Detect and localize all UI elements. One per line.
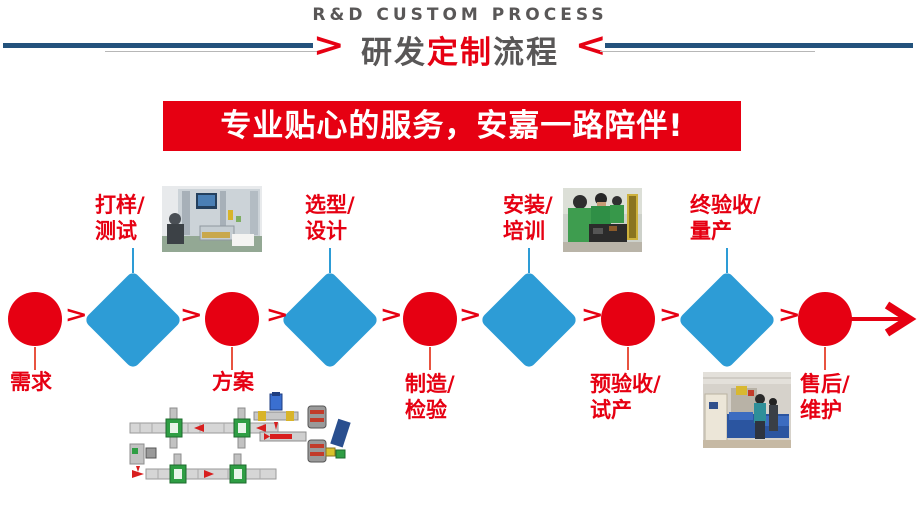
label-line: 选型/ xyxy=(305,193,355,217)
title-cn-suffix: 流程 xyxy=(493,35,559,71)
flow-chevron-icon: > xyxy=(777,303,801,328)
title-english: R&D CUSTOM PROCESS xyxy=(312,5,608,25)
flow-node-circle-pre-acceptance xyxy=(601,292,655,346)
label-line: 维护 xyxy=(800,398,842,422)
title-cn-highlight: 定制 xyxy=(427,35,493,71)
right-arrow-chevron-icon: > xyxy=(312,25,345,64)
flow-label-final-acceptance: 终验收/ 量产 xyxy=(690,192,761,244)
left-navy-rule xyxy=(3,43,313,48)
connector-line xyxy=(429,347,431,370)
left-gray-rule xyxy=(105,51,318,52)
connector-line xyxy=(329,248,331,273)
flow-chevron-icon: > xyxy=(379,303,403,328)
connector-line xyxy=(34,347,36,370)
label-line: 方案 xyxy=(212,370,254,394)
connector-line xyxy=(231,347,233,370)
label-line: 安装/ xyxy=(503,193,553,217)
flow-label-selection-design: 选型/ 设计 xyxy=(305,192,355,244)
flow-node-diamond-prototype-test xyxy=(83,270,183,370)
label-line: 制造/ xyxy=(405,372,455,396)
label-line: 终验收/ xyxy=(690,193,761,217)
flow-chevron-icon: > xyxy=(64,303,88,328)
flow-node-circle-manufacture xyxy=(403,292,457,346)
label-line: 预验收/ xyxy=(590,372,661,396)
label-line: 打样/ xyxy=(95,193,145,217)
flow-label-aftersales: 售后/ 维护 xyxy=(800,371,850,423)
prototype-testing-photo xyxy=(162,186,262,252)
flow-label-manufacture-inspect: 制造/ 检验 xyxy=(405,371,455,423)
right-gray-rule xyxy=(600,51,815,52)
label-line: 需求 xyxy=(10,370,52,394)
title-cn-prefix: 研发 xyxy=(361,35,427,71)
connector-line xyxy=(132,248,134,273)
label-line: 设计 xyxy=(305,219,347,243)
flow-node-diamond-final-acceptance xyxy=(677,270,777,370)
connector-line xyxy=(627,347,629,370)
label-line: 售后/ xyxy=(800,372,850,396)
connector-line xyxy=(528,248,530,273)
flow-chevron-icon: > xyxy=(179,303,203,328)
label-line: 试产 xyxy=(590,398,632,422)
end-arrow-icon xyxy=(851,301,917,337)
aftersales-machine-photo xyxy=(703,372,791,448)
flow-node-circle-demand xyxy=(8,292,62,346)
flow-label-prototype-test: 打样/ 测试 xyxy=(95,192,145,244)
label-line: 量产 xyxy=(690,219,732,243)
left-arrow-chevron-icon: < xyxy=(574,25,607,64)
title-chinese: 研发定制流程 xyxy=(0,27,920,72)
flow-node-diamond-selection-design xyxy=(280,270,380,370)
flow-label-plan: 方案 xyxy=(212,369,254,395)
flow-chevron-icon: > xyxy=(458,303,482,328)
flow-chevron-icon: > xyxy=(265,303,289,328)
connector-line xyxy=(824,347,826,370)
label-line: 测试 xyxy=(95,219,137,243)
flow-chevron-icon: > xyxy=(580,303,604,328)
flow-node-circle-aftersales xyxy=(798,292,852,346)
flow-node-circle-plan xyxy=(205,292,259,346)
flow-chevron-icon: > xyxy=(658,303,682,328)
flow-label-pre-acceptance: 预验收/ 试产 xyxy=(590,371,661,423)
label-line: 培训 xyxy=(503,219,545,243)
label-line: 检验 xyxy=(405,398,447,422)
flow-node-diamond-install-training xyxy=(479,270,579,370)
installation-training-photo xyxy=(563,188,642,252)
connector-line xyxy=(726,248,728,273)
production-line-schematic xyxy=(128,392,392,497)
right-navy-rule xyxy=(605,43,913,48)
flow-label-install-training: 安装/ 培训 xyxy=(503,192,553,244)
flow-label-demand: 需求 xyxy=(10,369,52,395)
slogan-banner: 专业贴心的服务，安嘉一路陪伴! xyxy=(163,101,741,151)
